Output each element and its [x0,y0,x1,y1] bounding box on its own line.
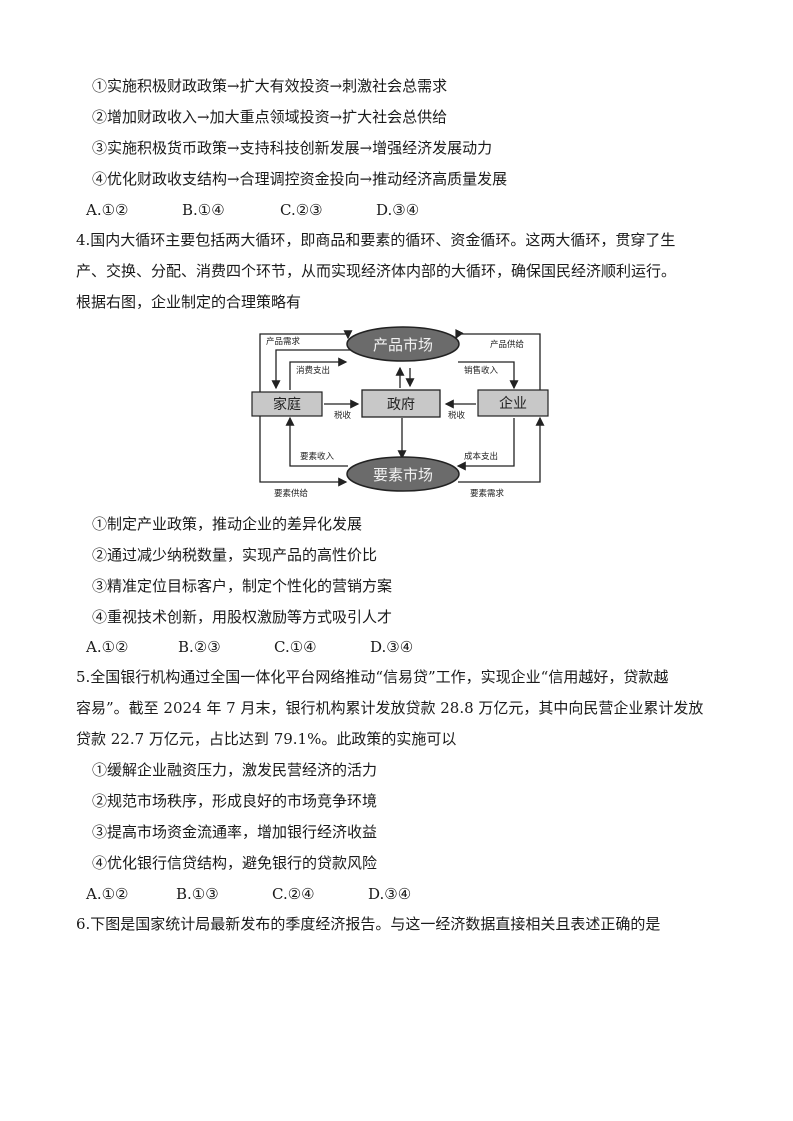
q4-answer-a: A.①② [86,638,129,656]
q5-answer-b: B.①③ [176,885,219,903]
q5-stem-line-3: 贷款 22.7 万亿元，占比达到 79.1%。此政策的实施可以 [76,730,457,748]
q5-stem-line-1: 5.全国银行机构通过全国一体化平台网络推动“信易贷”工作，实现企业“信用越好，贷… [76,668,669,686]
product-supply-label: 产品供给 [490,339,525,350]
arrow-factor-income [285,416,348,467]
arrow-factor-supply [259,416,348,487]
arrow-product-supply [455,328,541,392]
q3-answer-b: B.①④ [182,201,225,219]
factor-market-label: 要素市场 [373,466,433,484]
q4-stem-line-2: 产、交换、分配、消费四个环节，从而实现经济体内部的大循环，确保国民经济顺利运行。 [76,262,677,280]
arrow-product-demand [259,330,353,392]
factor-supply-label: 要素供给 [274,488,309,499]
arrow-factor-demand [458,416,545,483]
household-box [251,391,323,417]
q4-answer-d: D.③④ [370,638,414,656]
q3-answer-a: A.①② [86,201,129,219]
arrow-consumption-spending [289,357,348,390]
factor-income-label: 要素收入 [300,451,335,462]
enterprise-box [477,389,549,417]
factor-demand-label: 要素需求 [470,488,505,499]
q5-answer-d: D.③④ [368,885,412,903]
economic-circulation-diagram: 产品市场 要素市场 家庭 政府 企业 产品需求 消费支出 销售收入 产品供给 税… [251,326,549,499]
government-box [361,389,441,418]
product-market-label: 产品市场 [373,336,433,354]
consumption-spending-label: 消费支出 [296,365,330,376]
q4-option-1: ①制定产业政策，推动企业的差异化发展 [92,515,363,533]
q3-option-4: ④优化财政收支结构→合理调控资金投向→推动经济高质量发展 [92,170,508,188]
q5-answer-a: A.①② [86,885,129,903]
q4-answer-b: B.②③ [178,638,221,656]
q4-option-3: ③精准定位目标客户，制定个性化的营销方案 [92,577,393,595]
q4-answer-c: C.①④ [274,638,317,656]
q5-option-1: ①缓解企业融资压力，激发民营经济的活力 [92,761,378,779]
cost-spending-label: 成本支出 [464,451,498,462]
q3-option-3: ③实施积极货币政策→支持科技创新发展→增强经济发展动力 [92,139,493,157]
q4-stem-line-1: 4.国内大循环主要包括两大循环，即商品和要素的循环、资金循环。这两大循环，贯穿了… [76,231,676,249]
q3-answer-d: D.③④ [376,201,420,219]
arrow-cost-spending [456,418,515,471]
enterprise-label: 企业 [499,395,527,412]
q5-answer-c: C.②④ [272,885,315,903]
q5-option-3: ③提高市场资金流通率，增加银行经济收益 [92,823,378,841]
q5-option-2: ②规范市场秩序，形成良好的市场竞争环境 [92,792,378,810]
q4-answer-row: A.①② B.②③ C.①④ D.③④ [86,636,413,658]
tax-right-label: 税收 [448,410,466,421]
tax-left-label: 税收 [334,410,352,421]
arrow-sales-revenue [458,361,519,390]
q5-option-4: ④优化银行信贷结构，避免银行的贷款风险 [92,854,378,872]
q5-stem-line-2: 容易”。截至 2024 年 7 月末，银行机构累计发放贷款 28.8 万亿元，其… [76,699,704,717]
q3-answer-c: C.②③ [280,201,323,219]
q5-answer-row: A.①② B.①③ C.②④ D.③④ [86,883,411,905]
q4-option-4: ④重视技术创新，用股权激励等方式吸引人才 [92,608,393,626]
q3-answer-row: A.①② B.①④ C.②③ D.③④ [86,199,419,221]
factor-market-ellipse [346,456,460,492]
q4-option-2: ②通过减少纳税数量，实现产品的高性价比 [92,546,378,564]
government-label: 政府 [387,397,415,413]
q3-option-2: ②增加财政收入→加大重点领域投资→扩大社会总供给 [92,108,448,126]
product-demand-label: 产品需求 [266,336,301,347]
q4-stem-line-3: 根据右图，企业制定的合理策略有 [76,293,302,311]
q3-option-1: ①实施积极财政政策→扩大有效投资→刺激社会总需求 [92,77,448,95]
q6-stem: 6.下图是国家统计局最新发布的季度经济报告。与这一经济数据直接相关且表述正确的是 [76,915,661,933]
household-label: 家庭 [273,396,301,413]
sales-revenue-label: 销售收入 [464,365,499,376]
product-market-ellipse [346,326,460,362]
